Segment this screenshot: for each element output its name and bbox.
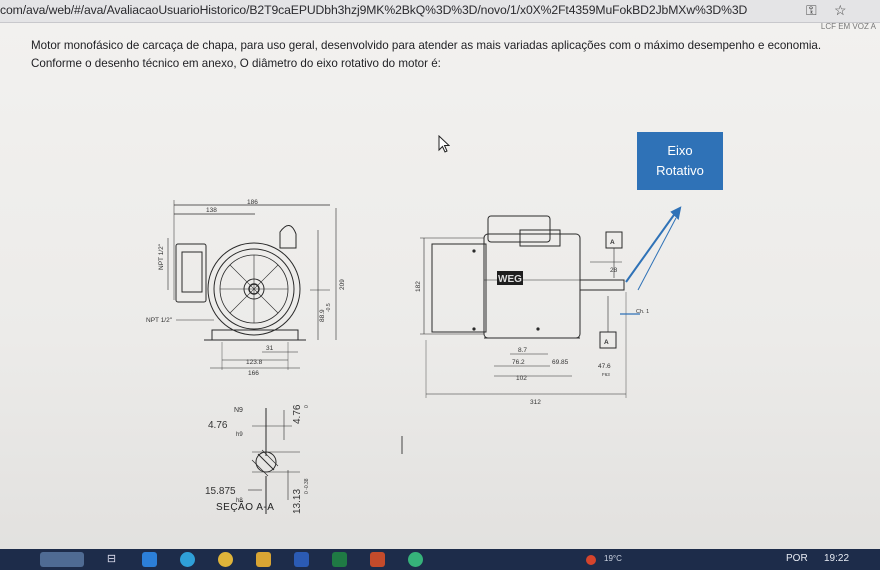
dim-chamfer: Ch. 1 [636,309,649,315]
dim-76-2: 76.2 [512,359,525,366]
dim-h8: h8 [236,498,243,504]
start-weather-widget[interactable] [40,552,84,567]
excel-icon[interactable] [332,552,347,567]
dim-31: 31 [266,345,274,352]
taskbar-temperature: 19°C [604,554,622,563]
dim-13-13: 13.13 [292,489,303,514]
section-title: SEÇÃO A-A [216,502,275,513]
dim-102: 102 [516,375,527,382]
dim-209: 209 [339,279,346,290]
dim-69-85: 69.85 [552,359,569,366]
taskbar: ⊟ 19°C POR 19:22 [0,549,880,570]
browser-address-bar[interactable]: com/ava/web/#/ava/AvaliacaoUsuarioHistor… [0,0,880,23]
dim-88-9: 88.9 [319,309,326,322]
taskbar-language[interactable]: POR [786,553,808,564]
weg-logo-text: WEG [498,274,522,285]
section-label-a-top: A [610,239,615,246]
cropped-text-fragment: LCF EM VOZ A [820,22,876,31]
technical-drawing: 186 138 NPT 1/2" NPT 1/2" 209 88.9 -0.5 … [146,199,682,514]
callout-line1: Eixo [667,143,693,158]
dim-4-76-top-tolerance: 0 [304,405,310,408]
url-text[interactable]: com/ava/web/#/ava/AvaliacaoUsuarioHistor… [0,3,748,17]
callout-line2: Rotativo [656,163,704,178]
eixo-rotativo-callout: Eixo Rotativo [637,132,723,190]
dim-47-6-sub: F63 [602,372,610,377]
front-view [167,200,337,370]
dim-h9: h9 [236,432,243,438]
dim-312: 312 [530,399,541,406]
question-text-line2: Conforme o desenho técnico em anexo, O d… [31,57,441,70]
folder-icon[interactable] [256,552,271,567]
question-page: LCF EM VOZ A Motor monofásico de carcaça… [0,22,880,549]
side-view [420,215,627,398]
dim-n9: N9 [234,407,243,414]
side-view-dimensions: WEG 182 A A 28 Ch. 1 8.7 76.2 69.85 102 … [415,239,649,406]
dim-28: 28 [610,267,618,274]
section-label-a-bottom: A [604,339,609,346]
dim-13-13-tolerance: 0 -0.38 [304,478,310,494]
dim-182: 182 [415,281,422,292]
spotify-icon[interactable] [408,552,423,567]
npt-side-label: NPT 1/2" [158,243,165,270]
dim-186: 186 [247,199,258,206]
dim-4-76-top: 4.76 [292,404,303,424]
mouse-cursor-icon [438,135,450,153]
section-view-dimensions: N9 4.76 h9 4.76 0 15.875 h8 13.13 0 -0.3… [205,404,310,514]
npt-bottom-label: NPT 1/2" [146,317,173,324]
callout-arrows [620,206,682,315]
dim-47-6: 47.6 [598,363,611,370]
star-icon[interactable]: ☆ [834,2,847,18]
weg-logo [497,271,523,285]
powerpoint-icon[interactable] [370,552,385,567]
word-icon[interactable] [294,552,309,567]
dim-166: 166 [248,370,259,377]
dim-123-8: 123.8 [246,359,263,366]
key-icon[interactable]: ⚿ [806,2,817,18]
dim-8-7: 8.7 [518,347,527,354]
edge-icon[interactable] [142,552,157,567]
dim-15-875: 15.875 [205,486,236,497]
front-view-dimensions: 186 138 NPT 1/2" NPT 1/2" 209 88.9 -0.5 … [146,199,346,377]
edge-browser-icon[interactable] [180,552,195,567]
dim-4-76-left: 4.76 [208,420,228,431]
dim-88-9-tolerance: -0.5 [326,303,332,312]
notification-badge-icon[interactable] [586,555,596,565]
taskbar-clock[interactable]: 19:22 [824,553,850,564]
dim-138: 138 [206,207,217,214]
section-view [248,408,300,514]
question-text-line1: Motor monofásico de carcaça de chapa, pa… [31,39,822,52]
task-view-icon[interactable]: ⊟ [106,553,117,565]
chrome-icon[interactable] [218,552,233,567]
side-view-dots [472,249,540,331]
